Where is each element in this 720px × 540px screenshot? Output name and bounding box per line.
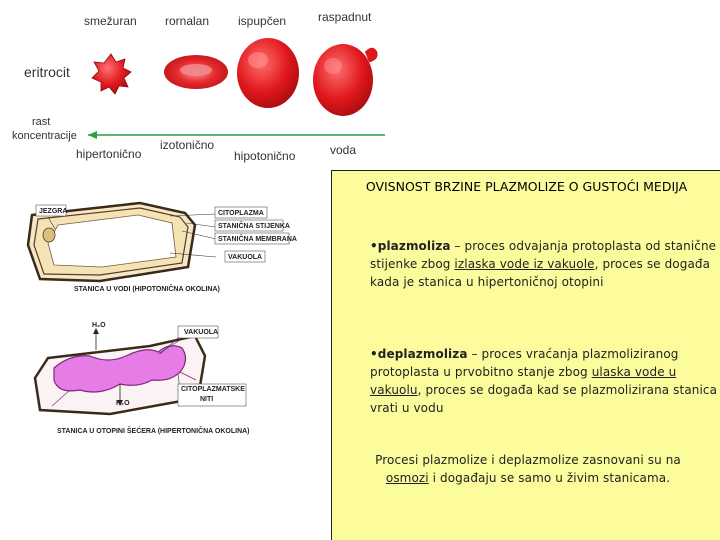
plasmolysis-text-a: – proces odvajanja protoplasta od stanič… (370, 239, 717, 271)
label-threads-line2: NITI (200, 396, 214, 403)
burst-cell (313, 44, 378, 116)
label-threads-line1: CITOPLAZMATSKE (181, 386, 245, 393)
plasmolysis-text-b: , proces se događa kada je stanica u hip… (370, 257, 711, 289)
deplasmolysis-underlined: ulaska vode u vakuolu (370, 365, 677, 397)
label-vacuole-2: VAKUOLA (184, 329, 219, 336)
caption-cell-in-water: STANICA U VODI (HIPOTONIČNA OKOLINA) (74, 286, 220, 293)
normal-cell (164, 55, 228, 89)
label-cell-wall: STANIČNA STIJENKA (218, 223, 290, 230)
state-label-normal: rornalan (165, 14, 210, 28)
solution-label-hypotonic: hipotonično (234, 149, 296, 163)
panel-title: OVISNOST BRZINE PLAZMOLIZE O GUSTOĆI MED… (365, 179, 688, 194)
eritrocit-label: eritrocit (24, 64, 70, 80)
deplasmolysis-term: •deplazmoliza (370, 347, 468, 361)
deplasmolysis-text-b: , proces se događa kad se plazmolizirana… (370, 383, 718, 415)
conclusion-text-b: i događaju se samo u živim stanicama. (428, 471, 671, 485)
caption-cell-in-sugar: STANICA U OTOPINI ŠEĆERA (HIPERTONIČNA O… (57, 428, 250, 435)
solution-label-hypertonic: hipertonično (76, 147, 142, 161)
label-water-bottom: H₂O (116, 400, 130, 407)
label-nucleus: JEZGRA (39, 208, 68, 215)
plasmolysis-term: •plazmoliza (370, 239, 451, 253)
state-label-shrunken: smežuran (84, 14, 137, 28)
cell-in-sugar-drawing (33, 325, 247, 416)
swollen-cell (237, 38, 299, 108)
solution-label-isotonic: izotonično (160, 138, 215, 152)
plasmolysis-underlined: izlaska vode iz vakuole (454, 257, 595, 271)
shrunken-cell (91, 53, 132, 95)
deplasmolysis-paragraph: •deplazmoliza – proces vraćanja plazmoli… (370, 345, 720, 417)
axis-label-rast: rast (32, 116, 51, 128)
cell-in-water-drawing (26, 201, 290, 283)
plasmolysis-paragraph: •plazmoliza – proces odvajanja protoplas… (370, 237, 720, 291)
text-panel: OVISNOST BRZINE PLAZMOLIZE O GUSTOĆI MED… (331, 170, 720, 540)
axis-label-koncentracije: koncentracije (12, 130, 77, 142)
solution-label-water: voda (330, 143, 357, 157)
conclusion-text-a: Procesi plazmolize i deplazmolize zasnov… (375, 453, 681, 467)
label-water-top: H₂O (92, 322, 106, 329)
conclusion-paragraph: Procesi plazmolize i deplazmolize zasnov… (358, 451, 698, 487)
state-label-burst: raspadnut (318, 10, 372, 24)
label-cytoplasm: CITOPLAZMA (218, 210, 264, 217)
label-vacuole-1: VAKUOLA (228, 254, 263, 261)
state-label-swollen: ispupčen (238, 14, 287, 28)
label-cell-membrane: STANIČNA MEMBRANA (218, 236, 297, 243)
deplasmolysis-text-a: – proces vraćanja plazmoliziranog protop… (370, 347, 679, 379)
conclusion-underlined: osmozi (385, 471, 429, 485)
erythrocyte-drawings (88, 38, 385, 139)
